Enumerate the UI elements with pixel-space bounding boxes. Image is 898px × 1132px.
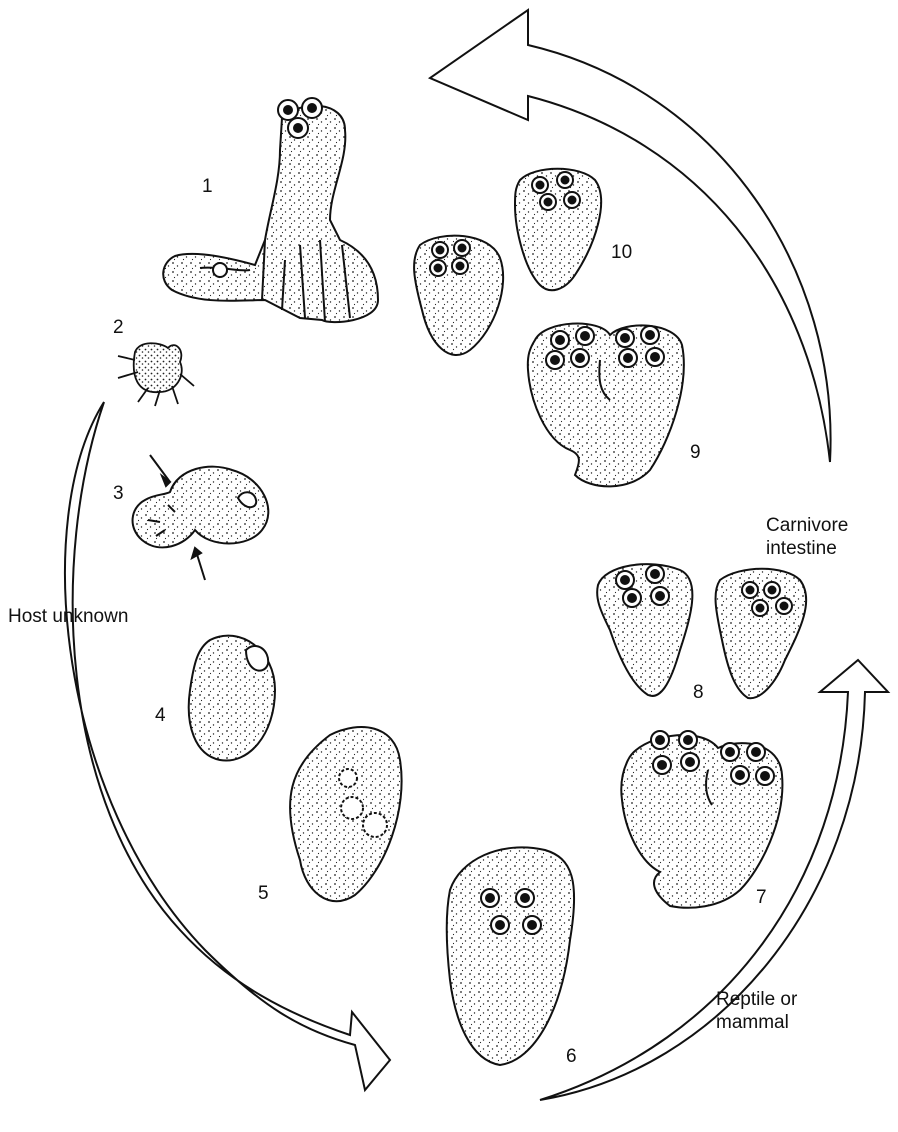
stage-2-larva bbox=[118, 343, 194, 406]
definitive-host-label-line1: Carnivore bbox=[766, 515, 848, 537]
stage-label-9: 9 bbox=[690, 442, 701, 464]
stage-9-doubled-nymph bbox=[528, 324, 684, 487]
stage-1-adult-worm bbox=[163, 98, 378, 322]
stage-label-3: 3 bbox=[113, 483, 124, 505]
stage-7-doubled-nymph bbox=[621, 731, 782, 908]
stage-label-6: 6 bbox=[566, 1046, 577, 1068]
stage-label-4: 4 bbox=[155, 705, 166, 727]
stage-label-1: 1 bbox=[202, 176, 213, 198]
stage-6-nymph bbox=[447, 847, 575, 1065]
stage-label-10: 10 bbox=[611, 242, 632, 264]
stage-8-split-nymphs bbox=[597, 564, 806, 698]
stage-label-5: 5 bbox=[258, 883, 269, 905]
intermediate-host-label-line1: Reptile or bbox=[716, 989, 797, 1011]
intermediate-host-label-line2: mammal bbox=[716, 1012, 789, 1034]
stage-label-7: 7 bbox=[756, 887, 767, 909]
stage-5-nymph bbox=[290, 727, 402, 901]
host-unknown-label: Host unknown bbox=[8, 606, 128, 628]
stage-4-nymph bbox=[189, 636, 275, 761]
stage-3-nymph bbox=[133, 455, 269, 580]
stage-label-2: 2 bbox=[113, 317, 124, 339]
definitive-host-label-line2: intestine bbox=[766, 538, 837, 560]
stage-label-8: 8 bbox=[693, 682, 704, 704]
